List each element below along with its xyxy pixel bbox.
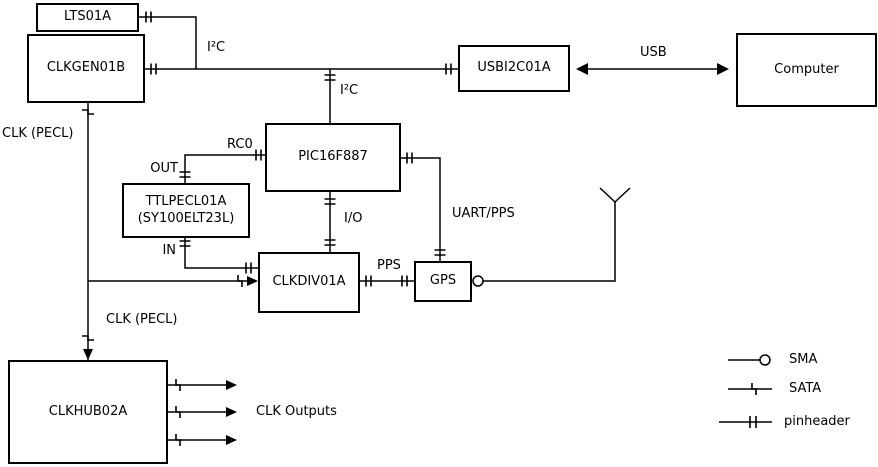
pinheader-pic-rc0-icon [255,149,262,161]
sata-clk-output-2-icon [175,406,181,418]
legend-pinheader-label: pinheader [784,414,850,429]
block-clkhub02a: CLKHUB02A [8,360,168,464]
pinheader-i2c-branch-icon [324,74,336,81]
wire-lts-to-i2c-bus [139,16,197,69]
legend-pinheader-icon [749,416,757,428]
wire-uart-pps [401,157,441,261]
wire-ttlpecl-in-to-clkdiv [184,237,258,269]
block-usbi2c01a: USBI2C01A [458,45,570,92]
label-clk-pecl-hub: CLK (PECL) [106,312,178,327]
pinheader-io-bottom-icon [324,239,336,246]
sata-marks [82,109,243,446]
sata-clkgen-out-icon [82,109,94,115]
pinheader-pic-uart-icon [406,152,413,164]
label-i2c-bus: I²C [207,40,226,55]
pinheader-usbi2c-icon [445,63,452,75]
label-out: OUT [150,161,178,176]
sata-clk-output-1-icon [175,379,181,391]
block-ttlpecl01a-sublabel: (SY100ELT23L) [137,210,235,226]
block-computer-label: Computer [774,61,839,77]
label-i2c-branch: I²C [340,83,359,98]
label-rc0: RC0 [227,137,253,152]
sma-connector-icon [472,275,484,287]
block-gps: GPS [414,261,472,302]
block-computer: Computer [736,33,877,107]
pinheader-ttlpecl-in-icon [179,240,191,247]
pinheader-pps-left-icon [365,275,372,287]
label-pps: PPS [377,258,401,273]
sata-clkhub-in-icon [82,335,94,341]
clk-output-arrow-2-icon [226,407,237,417]
block-pic16f887: PIC16F887 [265,123,401,192]
label-clk-outputs: CLK Outputs [256,404,337,419]
arrowheads [83,63,729,445]
pinheader-pps-right-icon [401,275,408,287]
wire-rc0-to-ttlpecl-out [184,154,265,183]
antenna-icon [599,187,631,232]
block-gps-label: GPS [429,273,457,289]
block-clkhub02a-label: CLKHUB02A [48,403,128,419]
clk-output-arrow-3-icon [226,435,237,445]
pinheader-clkgen-icon [150,63,157,75]
usb-arrow-right-icon [717,63,729,75]
clk-pecl-arrow-into-clkdiv-icon [247,276,258,286]
label-clk-pecl-main: CLK (PECL) [2,126,74,141]
block-clkdiv01a-label: CLKDIV01A [272,274,346,290]
pinheader-ttlpecl-out-icon [179,171,191,178]
legend-sma-label: SMA [789,352,818,367]
block-clkdiv01a: CLKDIV01A [258,252,360,313]
label-in: IN [162,243,176,258]
legend-sata-icon [751,383,757,395]
block-usbi2c01a-label: USBI2C01A [477,60,551,76]
block-ttlpecl01a: TTLPECL01A (SY100ELT23L) [122,183,250,238]
wire-gps-antenna [483,232,616,282]
label-usb: USB [640,45,667,60]
pinheader-clkdiv-in-icon [245,262,252,274]
pinheader-gps-uart-icon [434,249,446,256]
clk-output-arrow-1-icon [226,380,237,390]
pinheader-io-top-icon [324,198,336,205]
pinheader-lts-icon [145,11,152,23]
clk-pecl-arrow-into-clkhub-icon [83,349,93,360]
block-clkgen01b: CLKGEN01B [27,34,145,103]
block-lts01a-label: LTS01A [63,9,112,25]
block-lts01a: LTS01A [36,3,139,32]
legend-sma-icon [759,354,771,366]
sata-clk-output-3-icon [175,434,181,446]
usb-arrow-left-icon [576,63,588,75]
block-ttlpecl01a-label: TTLPECL01A [145,194,227,210]
pinheader-marks [145,11,452,287]
label-uart-pps: UART/PPS [452,206,515,221]
block-pic16f887-label: PIC16F887 [298,149,368,165]
label-io: I/O [344,211,363,226]
sata-clkdiv-in-icon [237,275,243,287]
legend-sata-label: SATA [789,381,822,396]
legend-symbols [719,354,772,428]
block-clkgen01b-label: CLKGEN01B [46,60,126,76]
